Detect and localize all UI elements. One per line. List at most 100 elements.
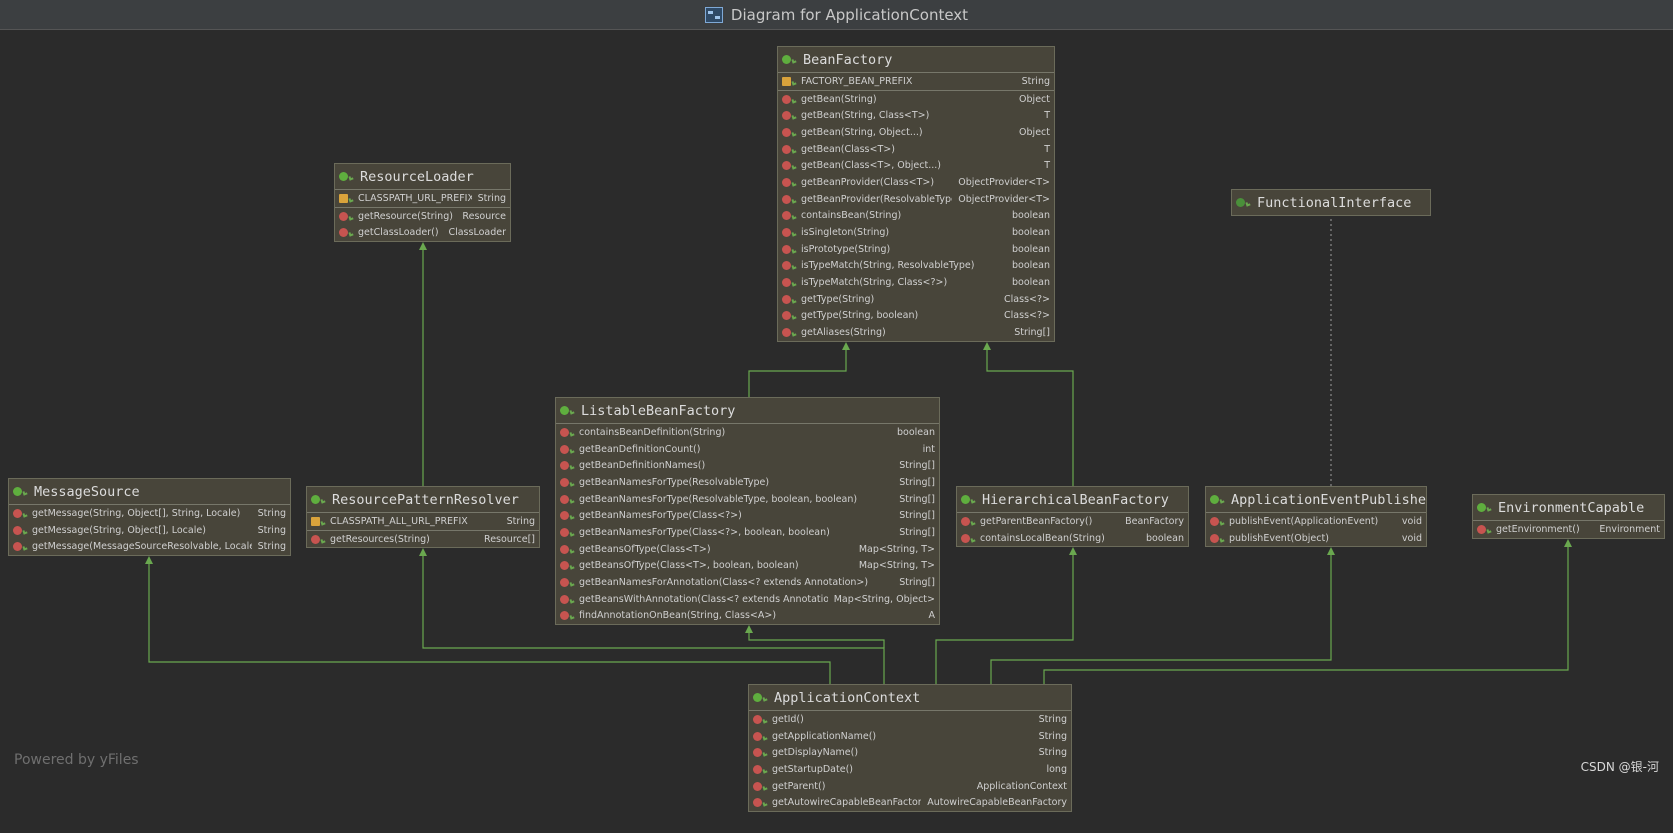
- method-row[interactable]: getBean(String, Object...)Object: [778, 124, 1054, 141]
- method-row[interactable]: getBeanNamesForType(ResolvableType)Strin…: [556, 474, 939, 491]
- method-name: containsBean(String): [801, 210, 902, 222]
- method-row[interactable]: containsLocalBean(String)boolean: [957, 530, 1188, 546]
- method-type: String[]: [899, 476, 935, 488]
- method-row[interactable]: getBeanProvider(ResolvableType)ObjectPro…: [778, 191, 1054, 208]
- method-icon: [560, 577, 575, 588]
- method-icon: [753, 764, 768, 775]
- field-name: FACTORY_BEAN_PREFIX: [801, 75, 913, 87]
- method-row[interactable]: getBean(Class<T>, Object...)T: [778, 157, 1054, 174]
- method-row[interactable]: isTypeMatch(String, Class<?>)boolean: [778, 274, 1054, 291]
- method-row[interactable]: publishEvent(Object)void: [1206, 530, 1426, 546]
- method-type: Object: [1019, 93, 1050, 105]
- method-row[interactable]: getApplicationName()String: [749, 728, 1071, 745]
- method-row[interactable]: findAnnotationOnBean(String, Class<A>)A: [556, 608, 939, 624]
- window-title-bar: Diagram for ApplicationContext: [0, 0, 1673, 30]
- method-icon: [560, 560, 575, 571]
- method-name: getParentBeanFactory(): [980, 515, 1093, 527]
- node-header: MessageSource: [9, 479, 290, 505]
- method-type: Class<?>: [1004, 310, 1050, 322]
- method-row[interactable]: containsBeanDefinition(String)boolean: [556, 424, 939, 441]
- method-type: ApplicationContext: [976, 780, 1067, 792]
- method-row[interactable]: getStartupDate()long: [749, 761, 1071, 778]
- method-section: getEnvironment()Environment: [1473, 521, 1664, 538]
- method-row[interactable]: getResources(String)Resource[]: [307, 531, 539, 547]
- method-row[interactable]: getMessage(String, Object[], String, Loc…: [9, 505, 290, 522]
- method-icon: [782, 94, 797, 105]
- method-type: void: [1401, 515, 1422, 527]
- method-icon: [753, 731, 768, 742]
- edge-hierarchicalbeanfactory-to-beanfactory: [986, 350, 1074, 486]
- method-row[interactable]: getBeanProvider(Class<T>)ObjectProvider<…: [778, 174, 1054, 191]
- field-type: String: [506, 515, 535, 527]
- method-section: getResources(String)Resource[]: [307, 531, 539, 547]
- method-row[interactable]: getType(String)Class<?>: [778, 291, 1054, 308]
- method-row[interactable]: containsBean(String)boolean: [778, 208, 1054, 225]
- edge-applicationcontext-to-applicationeventpublisher-arrowhead: [1327, 547, 1335, 555]
- method-row[interactable]: getBeanNamesForType(Class<?>, boolean, b…: [556, 524, 939, 541]
- method-row[interactable]: getBeanDefinitionCount() int: [556, 441, 939, 458]
- method-row[interactable]: getAutowireCapableBeanFactory()AutowireC…: [749, 794, 1071, 811]
- method-type: Map<String, T>: [858, 560, 935, 572]
- method-row[interactable]: getMessage(String, Object[], Locale)Stri…: [9, 522, 290, 539]
- method-row[interactable]: getBeanNamesForAnnotation(Class<? extend…: [556, 574, 939, 591]
- method-name: getBean(Class<T>): [801, 143, 895, 155]
- edge-applicationcontext-to-environmentcapable: [1043, 547, 1569, 684]
- method-row[interactable]: getDisplayName()String: [749, 744, 1071, 761]
- field-type: String: [477, 192, 506, 204]
- method-row[interactable]: getBeansWithAnnotation(Class<? extends A…: [556, 591, 939, 608]
- method-row[interactable]: getBeanNamesForType(ResolvableType, bool…: [556, 491, 939, 508]
- edge-applicationcontext-to-hierarchicalbeanfactory: [935, 555, 1074, 684]
- method-row[interactable]: getParentBeanFactory()BeanFactory: [957, 513, 1188, 530]
- method-name: getBeanProvider(Class<T>): [801, 176, 935, 188]
- method-icon: [560, 427, 575, 438]
- method-row[interactable]: getBeanNamesForType(Class<?>)String[]: [556, 507, 939, 524]
- method-row[interactable]: getParent()ApplicationContext: [749, 778, 1071, 795]
- method-row[interactable]: getClassLoader()ClassLoader: [335, 224, 510, 241]
- method-row[interactable]: publishEvent(ApplicationEvent)void: [1206, 513, 1426, 530]
- method-row[interactable]: getMessage(MessageSourceResolvable, Loca…: [9, 538, 290, 555]
- method-name: getDisplayName(): [772, 747, 859, 759]
- method-icon: [753, 714, 768, 725]
- method-name: isSingleton(String): [801, 227, 890, 239]
- method-row[interactable]: getType(String, boolean)Class<?>: [778, 308, 1054, 325]
- method-row[interactable]: isSingleton(String)boolean: [778, 224, 1054, 241]
- method-row[interactable]: isPrototype(String)boolean: [778, 241, 1054, 258]
- node-functionalinterface[interactable]: FunctionalInterface: [1231, 189, 1431, 216]
- method-row[interactable]: getResource(String)Resource: [335, 208, 510, 225]
- node-name: BeanFactory: [803, 51, 893, 68]
- method-row[interactable]: getBeanDefinitionNames()String[]: [556, 457, 939, 474]
- method-icon: [560, 527, 575, 538]
- method-icon: [1210, 533, 1225, 544]
- method-type: String[]: [899, 493, 935, 505]
- method-type: String[]: [899, 460, 935, 472]
- method-row[interactable]: getBean(Class<T>)T: [778, 141, 1054, 158]
- method-row[interactable]: getAliases(String)String[]: [778, 324, 1054, 341]
- method-row[interactable]: getBean(String, Class<T>)T: [778, 107, 1054, 124]
- method-row[interactable]: getEnvironment()Environment: [1473, 521, 1664, 538]
- method-name: getBeanDefinitionCount(): [579, 443, 701, 455]
- method-icon: [13, 541, 28, 552]
- method-type: int: [922, 443, 935, 455]
- method-name: getBean(String, Class<T>): [801, 110, 930, 122]
- edge-listablebeanfactory-to-beanfactory-arrowhead: [842, 342, 850, 350]
- method-row[interactable]: isTypeMatch(String, ResolvableType)boole…: [778, 258, 1054, 275]
- method-name: isPrototype(String): [801, 243, 891, 255]
- method-section: getMessage(String, Object[], String, Loc…: [9, 505, 290, 555]
- method-row[interactable]: getBeansOfType(Class<T>, boolean, boolea…: [556, 558, 939, 575]
- method-row[interactable]: getId()String: [749, 711, 1071, 728]
- method-row[interactable]: getBeansOfType(Class<T>)Map<String, T>: [556, 541, 939, 558]
- method-row[interactable]: getBean(String)Object: [778, 91, 1054, 108]
